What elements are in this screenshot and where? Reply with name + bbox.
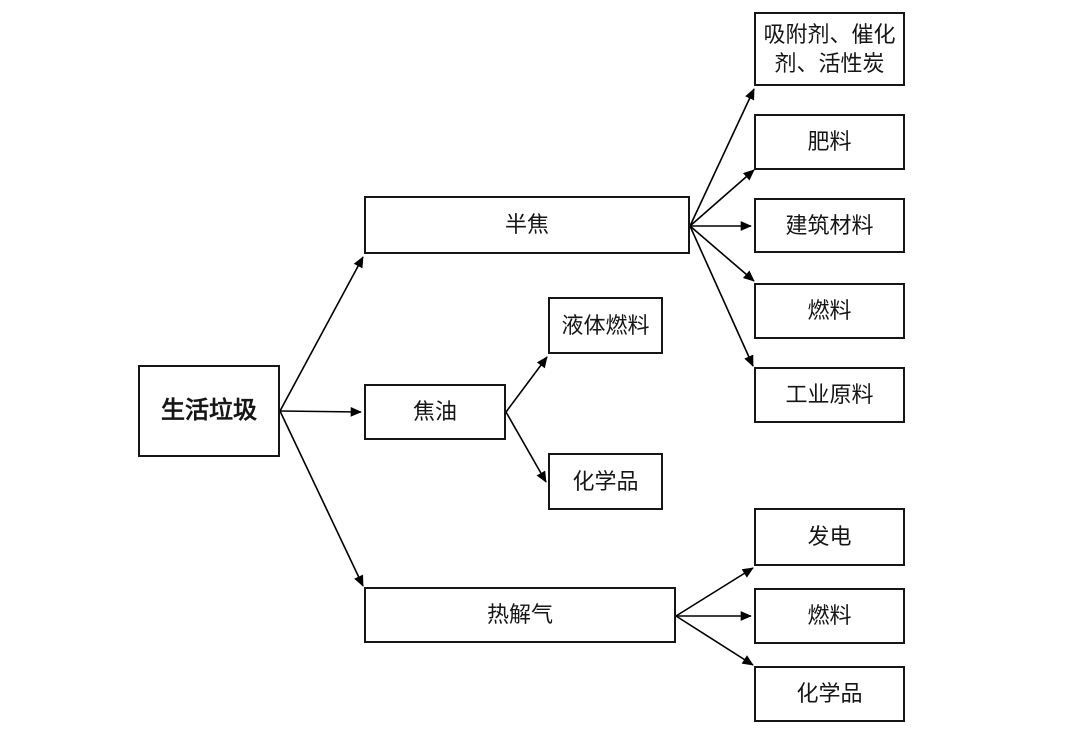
node-tar: 焦油	[364, 384, 506, 440]
node-building-materials: 建筑材料	[754, 198, 905, 253]
arrow-root-to-tar	[279, 406, 362, 417]
node-liquid-fuel: 液体燃料	[548, 297, 663, 354]
arrow-gas-to-chemicals	[675, 615, 754, 666]
node-adsorbent-catalyst-activated-carbon: 吸附剂、催化剂、活性炭	[754, 12, 905, 86]
arrow-gas-to-power	[675, 567, 754, 617]
node-fuel-gas: 燃料	[754, 588, 905, 644]
arrow-semicoke-to-fuel	[689, 225, 755, 282]
arrow-semicoke-to-fertilizer	[689, 169, 755, 227]
node-household-waste: 生活垃圾	[138, 365, 280, 457]
node-pyrolysis-gas: 热解气	[364, 587, 676, 643]
node-industrial-raw-materials: 工业原料	[754, 367, 905, 423]
arrow-root-to-gas	[279, 410, 364, 587]
node-chemicals-gas: 化学品	[754, 666, 905, 722]
node-fertilizer: 肥料	[754, 114, 905, 170]
arrow-root-to-semicoke	[279, 256, 364, 412]
arrow-tar-to-chemicals	[505, 411, 547, 483]
node-chemicals-tar: 化学品	[548, 453, 663, 510]
node-fuel-semicoke: 燃料	[754, 283, 905, 339]
node-semicoke: 半焦	[364, 196, 690, 254]
arrow-semicoke-to-industrial-raw	[689, 225, 754, 367]
node-power-generation: 发电	[754, 508, 905, 566]
arrow-semicoke-to-adsorbent	[689, 88, 755, 227]
arrow-tar-to-liquid-fuel	[505, 356, 548, 413]
